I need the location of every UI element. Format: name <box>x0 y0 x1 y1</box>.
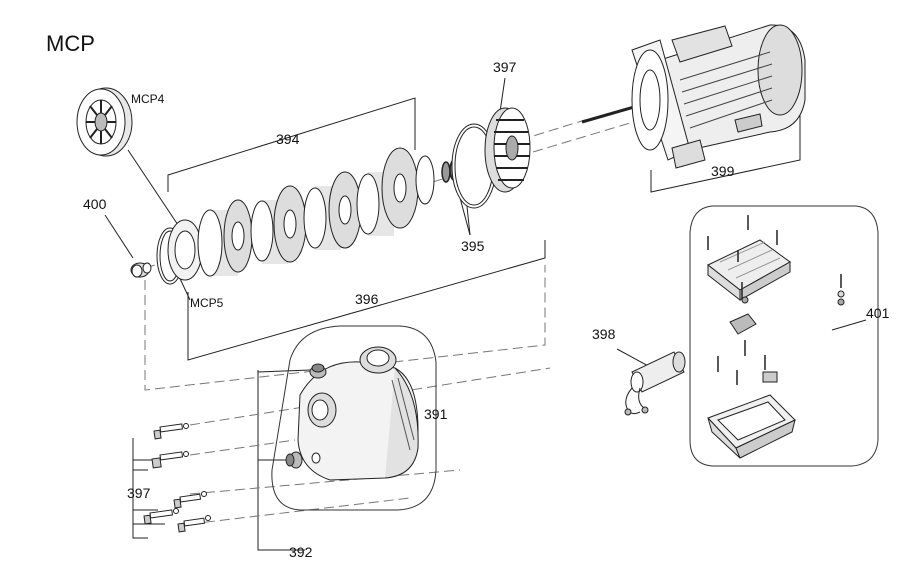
callout-397-bottom: 397 <box>127 485 151 501</box>
diagram-title: MCP <box>46 31 95 56</box>
callout-392: 392 <box>289 544 313 560</box>
callout-395: 395 <box>461 238 485 254</box>
callout-397-top: 397 <box>493 59 517 75</box>
callout-401: 401 <box>866 305 890 321</box>
callout-394: 394 <box>276 131 300 147</box>
callout-399: 399 <box>711 163 735 179</box>
callout-400: 400 <box>83 196 107 212</box>
callout-mcp5: MCP5 <box>190 296 224 310</box>
callout-mcp4: MCP4 <box>131 92 165 106</box>
callout-398: 398 <box>592 326 616 342</box>
callout-391: 391 <box>424 406 448 422</box>
callout-396: 396 <box>355 291 379 307</box>
